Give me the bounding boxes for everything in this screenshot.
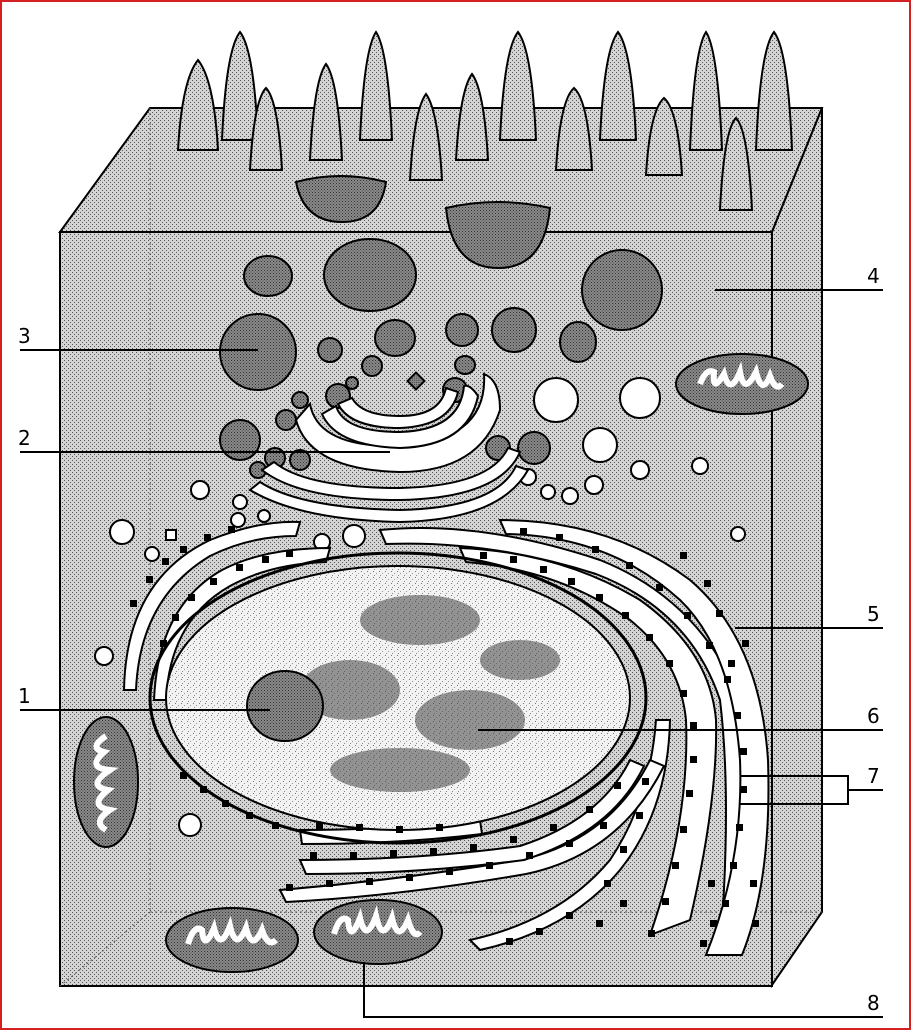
nucleolus bbox=[247, 671, 323, 741]
label-2: 2 bbox=[18, 426, 31, 450]
label-6: 6 bbox=[867, 704, 880, 728]
cell-right-face bbox=[772, 108, 822, 985]
label-8: 8 bbox=[867, 991, 880, 1015]
label-1: 1 bbox=[18, 684, 31, 708]
label-4: 4 bbox=[867, 264, 880, 288]
label-3: 3 bbox=[18, 324, 31, 348]
label-7: 7 bbox=[867, 764, 880, 788]
label-5: 5 bbox=[867, 602, 880, 626]
